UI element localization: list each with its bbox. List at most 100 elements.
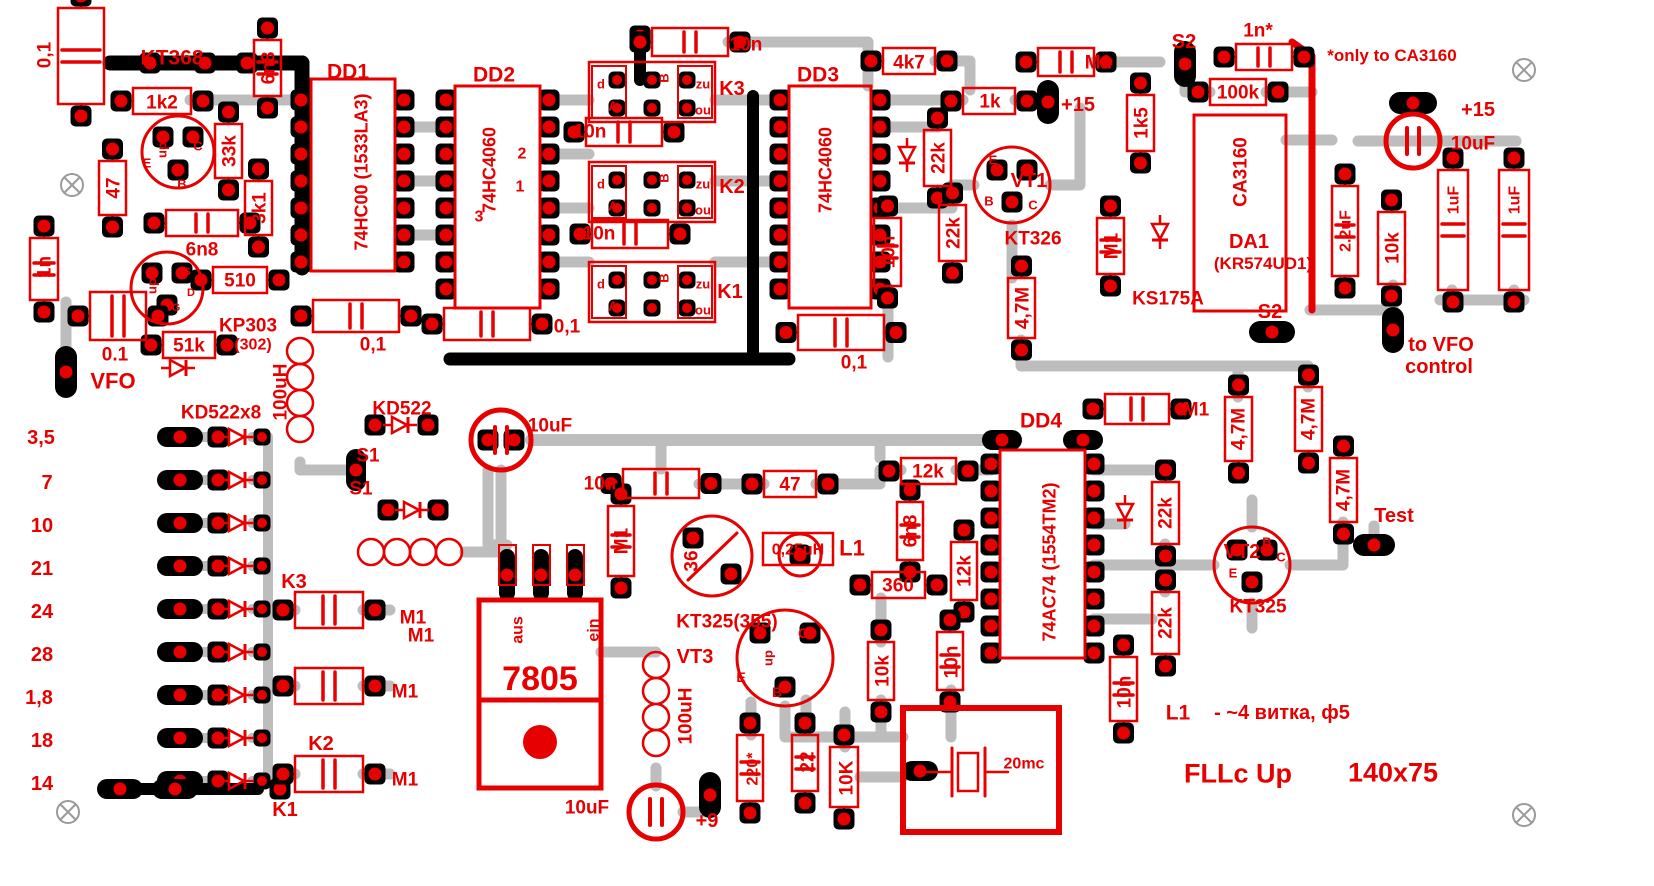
pad-hole	[1245, 575, 1259, 589]
component-label: +9	[696, 810, 719, 832]
pad-hole	[837, 812, 851, 826]
component-label: 36	[682, 550, 703, 571]
component-label: 74AC74 (1554TM2)	[1039, 482, 1059, 641]
component-label: 10k	[873, 655, 894, 687]
component-label: d	[597, 177, 605, 192]
component-label: M1	[400, 608, 427, 629]
pad-hole	[612, 275, 622, 285]
component-circle	[1212, 525, 1292, 605]
component-label: M1	[392, 682, 419, 703]
pad-hole	[686, 531, 700, 545]
pad-hole	[257, 561, 267, 571]
pad-hole	[682, 103, 692, 113]
component-label: 28	[31, 644, 53, 666]
pad-hole	[1087, 457, 1101, 471]
pad-hole	[542, 201, 556, 215]
pad-hole	[567, 125, 581, 139]
component-label: 1uF	[1507, 186, 1524, 215]
pad-hole	[724, 567, 738, 581]
component-label: 100uH	[676, 687, 697, 744]
component-outline	[1223, 395, 1254, 463]
pad-hole	[1338, 167, 1352, 181]
component-label: 18	[31, 730, 53, 752]
component-label: B	[177, 177, 186, 192]
fiducial-icon	[60, 804, 76, 820]
pad-hole	[368, 767, 382, 781]
component-label: A	[608, 299, 618, 314]
pad-hole	[173, 688, 187, 702]
component-outline	[1006, 276, 1037, 340]
component-label: E	[143, 156, 152, 171]
component-label: 10n	[730, 35, 763, 56]
component-label: G	[172, 302, 181, 314]
component-label: 10K	[837, 760, 858, 795]
component-label: 10uF	[565, 798, 609, 819]
component-label: 360	[882, 576, 914, 597]
component-label: 10uF	[1451, 134, 1495, 155]
pad-hole	[1086, 402, 1100, 416]
component-label: 7	[41, 472, 52, 494]
pad-hole	[1087, 511, 1101, 525]
diode-icon	[220, 641, 254, 663]
inductor-coil	[434, 537, 464, 567]
fiducial-icon	[1516, 62, 1532, 78]
component-label: VT1	[1011, 170, 1048, 192]
component-outline	[1095, 216, 1126, 276]
pad-hole	[1230, 543, 1244, 557]
component-label: 74HC00 (1533LA3)	[351, 93, 371, 250]
pad-hole	[745, 477, 759, 491]
pad-hole	[397, 120, 411, 134]
pad-hole	[1232, 378, 1245, 392]
component-outline	[1103, 392, 1171, 426]
pad-hole	[873, 93, 887, 107]
pad-hole	[1178, 57, 1192, 71]
component-outline	[949, 540, 979, 602]
component-label: KT368	[140, 46, 203, 69]
pad-hole	[1005, 195, 1019, 209]
diode-icon	[220, 426, 254, 448]
component-outline	[1150, 590, 1181, 656]
pad-hole	[773, 282, 787, 296]
pad-hole	[257, 733, 267, 743]
component-label: 4,7M	[1334, 469, 1355, 511]
pad-hole	[397, 255, 411, 269]
pad-hole	[1099, 55, 1113, 69]
component-label: 4k7	[893, 53, 925, 74]
component-label: K2	[719, 176, 745, 198]
component-label: 2	[518, 146, 527, 163]
pad-hole	[294, 255, 308, 269]
component-outline	[956, 751, 980, 793]
pad-hole	[37, 219, 51, 233]
pad-hole	[612, 203, 622, 213]
component-outline	[1150, 480, 1181, 546]
component-label: *only to CA3160	[1327, 46, 1456, 65]
component-label: S2	[1172, 31, 1196, 53]
pad-hole	[647, 303, 657, 313]
pad-hole	[1087, 565, 1101, 579]
component-outline	[88, 290, 148, 342]
pad-hole	[873, 147, 887, 161]
component-label: 220*	[745, 752, 762, 786]
pad-hole	[1087, 592, 1101, 606]
pad-hole	[143, 56, 157, 70]
component-label: up	[155, 142, 170, 158]
pad-hole	[873, 174, 887, 188]
component-outline	[309, 77, 397, 273]
pad-hole	[439, 255, 453, 269]
component-label: 6n8	[186, 240, 219, 261]
pad-hole	[397, 93, 411, 107]
pad-hole	[1174, 402, 1188, 416]
pad-hole	[773, 93, 787, 107]
pad-hole	[614, 581, 628, 595]
component-label: M1	[1085, 53, 1112, 74]
pad-hole	[931, 111, 944, 125]
pad-hole	[647, 275, 657, 285]
pad-hole	[145, 266, 159, 280]
diode-icon	[161, 357, 195, 379]
component-outline	[998, 448, 1087, 660]
component-label: 0,1	[554, 317, 581, 338]
component-label: d	[597, 277, 605, 292]
pad-hole	[773, 201, 787, 215]
pad-hole	[881, 199, 894, 213]
